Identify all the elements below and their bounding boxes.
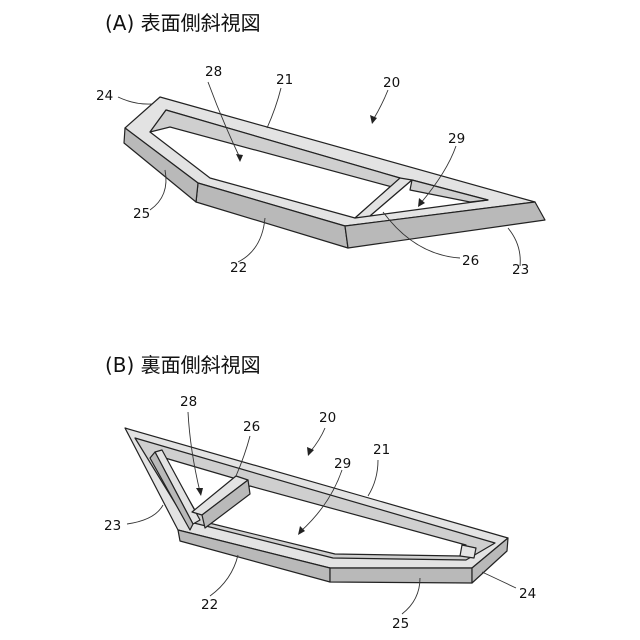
label-b-21: 21 [373,442,390,458]
leader-b-25 [402,578,420,614]
leader-b-22 [210,555,238,596]
leader-a-22 [238,218,265,262]
label-b-22: 22 [201,597,218,613]
label-a-23: 23 [512,262,529,278]
label-b-23: 23 [104,518,121,534]
view-a-title: (A) 表面側斜視図 [105,11,261,35]
leader-a-21 [267,88,281,128]
frame-b [125,428,508,583]
leader-b-24 [482,572,516,588]
rib-24-b [460,545,476,558]
leader-b-21 [368,460,378,496]
leader-a-24 [118,97,152,104]
view-a: (A) 表面側斜視図 [96,11,545,278]
label-b-25: 25 [392,616,409,632]
leader-a-20 [373,90,388,120]
label-b-24: 24 [519,586,536,602]
label-b-29: 29 [334,456,351,472]
label-a-28: 28 [205,64,222,80]
label-b-20: 20 [319,410,336,426]
label-a-29: 29 [448,131,465,147]
leader-b-23 [127,505,163,524]
label-a-20: 20 [383,75,400,91]
view-b-title: (B) 裏面側斜視図 [105,353,261,377]
label-b-28: 28 [180,394,197,410]
label-a-21: 21 [276,72,293,88]
frame-a [124,97,545,248]
leader-b-20 [310,428,325,452]
view-b: (B) 裏面側斜視図 [104,353,536,632]
label-a-25: 25 [133,206,150,222]
leader-a-20-arrow [370,115,377,124]
label-a-26: 26 [462,253,479,269]
label-a-24: 24 [96,88,113,104]
leader-a-23 [508,228,520,266]
label-a-22: 22 [230,260,247,276]
frame-b-side-25 [330,568,472,583]
label-b-26: 26 [243,419,260,435]
